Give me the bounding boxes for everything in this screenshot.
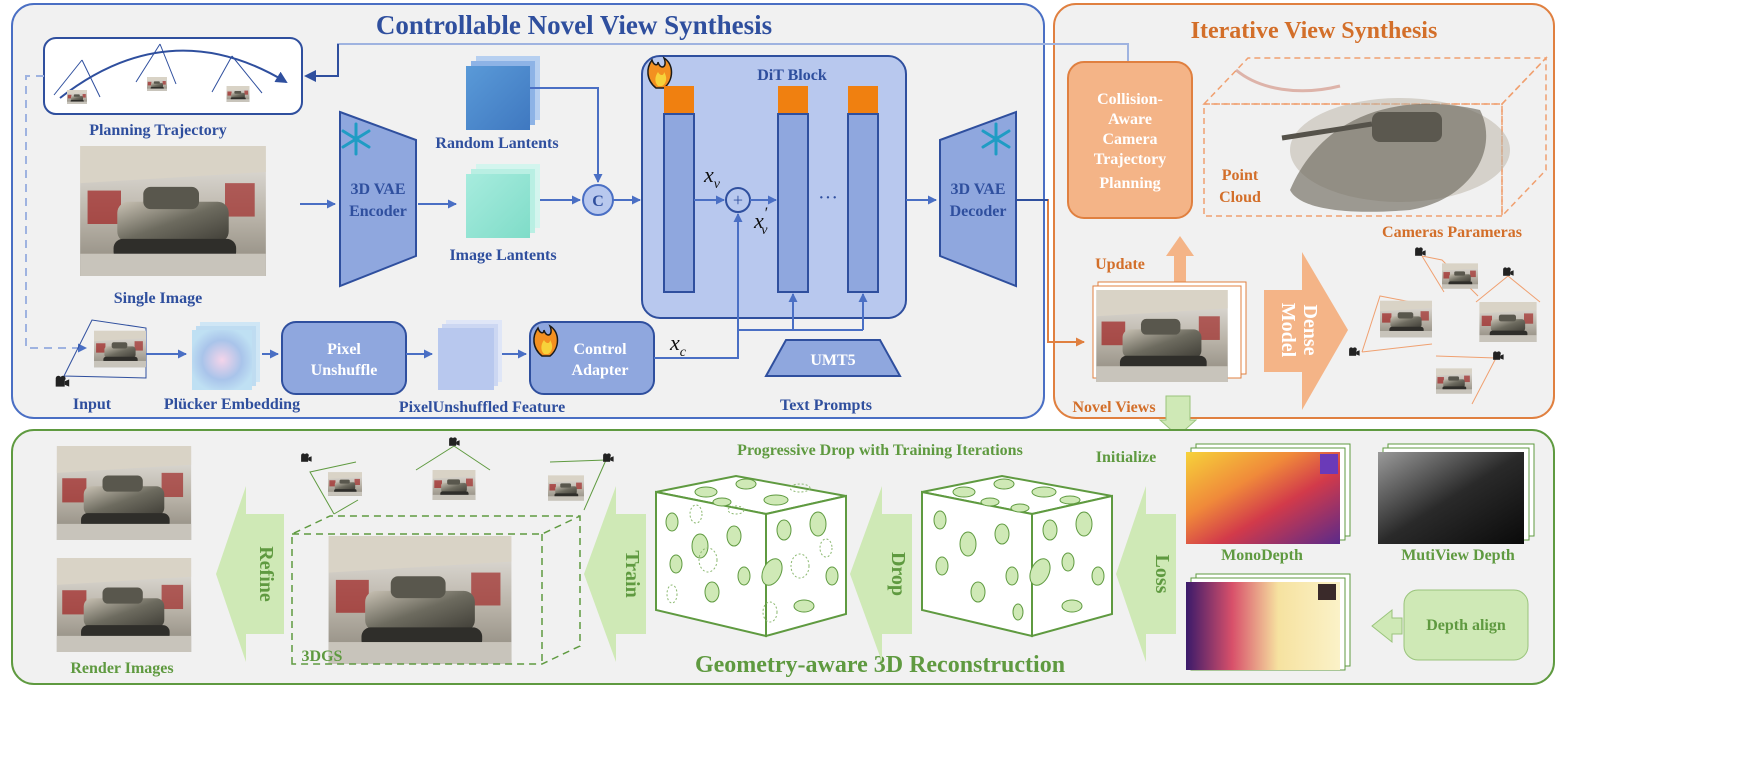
loss-arrow: Loss: [1116, 486, 1176, 662]
control-adapter-line1: Control: [573, 341, 627, 358]
umt5: UMT5 Text Prompts: [764, 339, 902, 414]
dense-model-arrow: DenseModel: [1264, 252, 1348, 410]
refine-arrow: Refine: [216, 486, 284, 662]
point-cloud-line2: Cloud: [1219, 189, 1261, 206]
novel-views-label: Novel Views: [1072, 399, 1155, 416]
input-label: Input: [73, 396, 112, 413]
random-latents-label: Random Lantents: [435, 135, 558, 152]
plucker-label: Plücker Embedding: [164, 396, 300, 413]
snowflake-icon: [341, 122, 371, 156]
point-cloud-line1: Point: [1222, 167, 1259, 184]
vae-decoder-line1: 3D VAE: [951, 181, 1006, 198]
vae-encoder-line2: Encoder: [349, 203, 407, 220]
xv-label: xv: [703, 162, 721, 192]
panel-title-cnvs: Controllable Novel View Synthesis: [376, 10, 772, 40]
camera-frustums: [1349, 247, 1541, 405]
update-label: Update: [1095, 256, 1145, 273]
train-arrow: Train: [584, 486, 646, 662]
loss-label: Loss: [1151, 555, 1173, 594]
depth-align-box: Depth align: [1403, 589, 1529, 661]
gaussian-cube-full: [921, 474, 1113, 638]
novel-views: Novel Views: [1072, 281, 1247, 416]
depth-align-label: Depth align: [1426, 617, 1506, 634]
collision-line4: Trajectory: [1094, 151, 1167, 168]
xv-prime-label: x′v: [753, 205, 768, 238]
aligned-depth: [1186, 573, 1351, 671]
pixel-unshuffle: Pixel Unshuffle: [281, 321, 407, 395]
vae-decoder-line2: Decoder: [950, 203, 1007, 220]
fire-icon: [647, 56, 673, 89]
collision-line5: Planning: [1099, 175, 1160, 192]
render-images-label: Render Images: [70, 660, 173, 677]
plucker-embedding: Plücker Embedding: [164, 322, 300, 413]
drop-arrow: Drop: [850, 486, 912, 662]
text-prompts-label: Text Prompts: [780, 397, 872, 414]
pixel-unshuffle-line1: Pixel: [327, 341, 361, 358]
panel-title-ivs: Iterative View Synthesis: [1191, 18, 1438, 44]
dit-ellipsis: ···: [818, 187, 838, 209]
umt5-label: UMT5: [810, 352, 855, 369]
gs-3d-label: 3DGS: [302, 648, 343, 665]
dashed-link: [25, 75, 87, 353]
train-label: Train: [621, 550, 643, 597]
planning-trajectory: Planning Trajectory: [43, 37, 303, 139]
input-camera: Input: [55, 319, 147, 413]
gs-3d: 3DGS: [291, 437, 614, 665]
gaussian-cube-dropped: [655, 474, 847, 638]
concat-label: C: [592, 193, 604, 210]
render-images: Render Images: [56, 446, 192, 677]
drop-label: Drop: [887, 552, 909, 596]
image-latents-label: Image Lantents: [449, 247, 556, 264]
collision-aware-planning: Collision- Aware Camera Trajectory Plann…: [1067, 61, 1193, 219]
dit-block: DiT Block xv + x′v ···: [641, 55, 907, 319]
point-cloud: Point Cloud: [1202, 56, 1548, 218]
collision-line1: Collision-: [1097, 91, 1163, 108]
collision-line2: Aware: [1108, 111, 1152, 128]
vae-encoder: 3D VAE Encoder: [339, 110, 417, 288]
xc-label: xc: [669, 330, 687, 360]
single-image: Single Image: [80, 146, 266, 307]
initialize-label: Initialize: [1096, 449, 1156, 466]
align-arrow: [1371, 608, 1403, 644]
multiview-depth: MutiView Depth: [1378, 443, 1535, 564]
snowflake-icon: [981, 122, 1011, 156]
pixelunshuffled-feature: PixelUnshuffled Feature: [399, 320, 565, 416]
cameras-parameters-label: Cameras Parameras: [1382, 224, 1522, 241]
concat-node: C: [582, 184, 614, 216]
progressive-drop-label: Progressive Drop with Training Iteration…: [737, 442, 1023, 459]
single-image-label: Single Image: [114, 290, 202, 307]
pixelunshuffled-feature-label: PixelUnshuffled Feature: [399, 399, 565, 416]
fire-icon: [533, 324, 559, 357]
update-arrow: Update: [1095, 236, 1194, 282]
pixel-unshuffle-line2: Unshuffle: [311, 362, 378, 379]
control-adapter: Control Adapter: [529, 321, 655, 395]
monodepth: MonoDepth: [1186, 443, 1351, 564]
multiview-depth-label: MutiView Depth: [1401, 547, 1515, 564]
collision-line3: Camera: [1102, 131, 1157, 148]
down-arrow: [1158, 395, 1198, 437]
image-latents: Image Lantents: [449, 164, 557, 264]
refine-label: Refine: [255, 546, 277, 602]
vae-encoder-line1: 3D VAE: [351, 181, 406, 198]
control-adapter-line2: Adapter: [572, 362, 629, 379]
dit-block-label: DiT Block: [757, 67, 827, 84]
monodepth-label: MonoDepth: [1221, 547, 1303, 564]
plus-label: +: [733, 190, 743, 210]
planning-trajectory-label: Planning Trajectory: [89, 122, 227, 139]
dense-model-text: DenseModel: [1277, 303, 1321, 358]
vae-decoder: 3D VAE Decoder: [939, 110, 1017, 288]
random-latents: Random Lantents: [435, 56, 559, 152]
